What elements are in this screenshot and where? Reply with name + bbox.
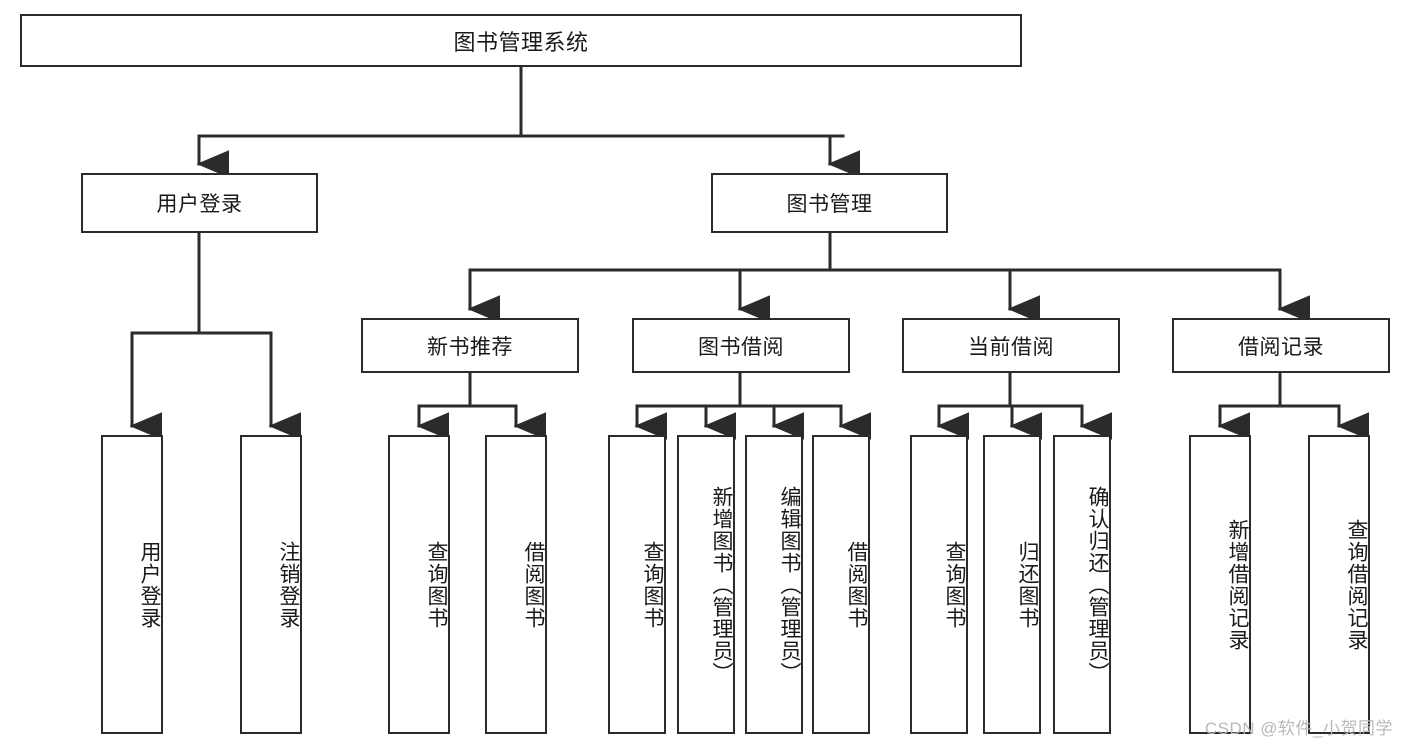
- node-leaf-borrow-book-rec[interactable]: 借阅图书: [485, 435, 547, 734]
- node-label: 查询借阅记录: [1345, 518, 1368, 651]
- node-label: 确认归还（管理员）: [1086, 485, 1109, 684]
- watermark-text: CSDN @软件_小贺同学: [1204, 719, 1393, 738]
- node-label: 注销登录: [277, 540, 300, 629]
- node-label: 用户登录: [138, 540, 161, 629]
- node-label: 图书管理: [786, 193, 873, 216]
- node-label: 借阅图书: [522, 540, 545, 629]
- node-leaf-add-record[interactable]: 新增借阅记录: [1189, 435, 1251, 734]
- node-label: 用户登录: [156, 193, 243, 216]
- node-book-borrow[interactable]: 图书借阅: [632, 318, 850, 373]
- node-leaf-add-book[interactable]: 新增图书（管理员）: [677, 435, 735, 734]
- node-book-manage[interactable]: 图书管理: [711, 173, 948, 233]
- node-leaf-query-book-bb[interactable]: 查询图书: [608, 435, 666, 734]
- node-label: 编辑图书（管理员）: [778, 485, 801, 684]
- node-leaf-confirm-return[interactable]: 确认归还（管理员）: [1053, 435, 1111, 734]
- node-leaf-user-logout[interactable]: 注销登录: [240, 435, 302, 734]
- node-label: 查询图书: [425, 540, 448, 629]
- node-new-book-rec[interactable]: 新书推荐: [361, 318, 579, 373]
- node-leaf-query-book-cb[interactable]: 查询图书: [910, 435, 968, 734]
- node-label: 查询图书: [943, 540, 966, 629]
- node-borrow-record[interactable]: 借阅记录: [1172, 318, 1390, 373]
- node-label: 新增借阅记录: [1226, 518, 1249, 651]
- node-leaf-borrow-book-bb[interactable]: 借阅图书: [812, 435, 870, 734]
- node-user-login[interactable]: 用户登录: [81, 173, 318, 233]
- node-leaf-query-record[interactable]: 查询借阅记录: [1308, 435, 1370, 734]
- node-label: 查询图书: [641, 540, 664, 629]
- node-current-borrow[interactable]: 当前借阅: [902, 318, 1120, 373]
- node-label: 借阅记录: [1238, 335, 1324, 359]
- node-leaf-user-login[interactable]: 用户登录: [101, 435, 163, 734]
- node-label: 借阅图书: [845, 540, 868, 629]
- node-root-system[interactable]: 图书管理系统: [20, 14, 1022, 67]
- node-leaf-query-book-rec[interactable]: 查询图书: [388, 435, 450, 734]
- node-label: 图书借阅: [698, 335, 784, 359]
- node-leaf-return-book[interactable]: 归还图书: [983, 435, 1041, 734]
- node-label: 归还图书: [1016, 540, 1039, 629]
- node-label: 新增图书（管理员）: [710, 485, 733, 684]
- node-label: 新书推荐: [427, 335, 513, 359]
- node-label: 当前借阅: [968, 335, 1054, 359]
- node-label: 图书管理系统: [453, 29, 589, 55]
- node-leaf-edit-book[interactable]: 编辑图书（管理员）: [745, 435, 803, 734]
